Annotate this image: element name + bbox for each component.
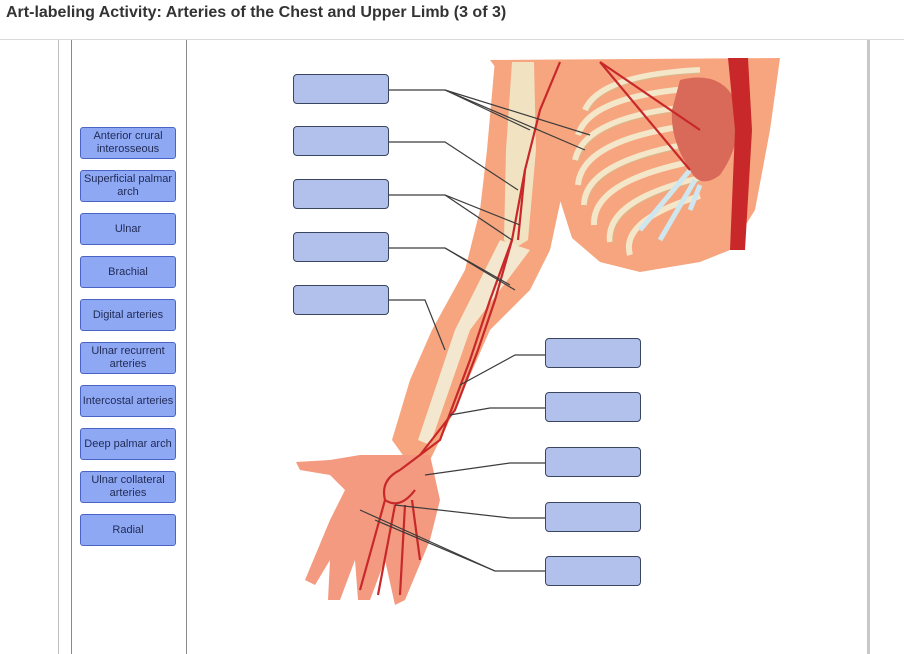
drop-target-left-3[interactable] [293,179,389,209]
drop-target-right-5[interactable] [545,556,641,586]
label-bank [71,40,187,654]
costal-cartilage [638,168,703,242]
drop-target-left-5[interactable] [293,285,389,315]
aorta [728,58,752,250]
label-ulnar-collateral-arteries[interactable]: Ulnar collateral arteries [80,471,176,503]
leader-lines [359,89,591,572]
heart [671,77,738,182]
drop-target-left-2[interactable] [293,126,389,156]
hand [296,455,440,605]
drop-target-right-4[interactable] [545,502,641,532]
label-ulnar-recurrent-arteries[interactable]: Ulnar recurrent arteries [80,342,176,374]
artery-network [358,61,701,596]
label-ulnar[interactable]: Ulnar [80,213,176,245]
label-radial[interactable]: Radial [80,514,176,546]
drop-target-right-2[interactable] [545,392,641,422]
label-digital-arteries[interactable]: Digital arteries [80,299,176,331]
forearm-bones [418,240,530,445]
drop-target-left-4[interactable] [293,232,389,262]
header-divider [0,39,904,40]
humerus [504,62,536,250]
label-anterior-crural-interosseous[interactable]: Anterior crural interosseous [80,127,176,159]
drop-target-right-1[interactable] [545,338,641,368]
arm-skin [392,60,565,460]
drop-target-left-1[interactable] [293,74,389,104]
label-brachial[interactable]: Brachial [80,256,176,288]
label-intercostal-arteries[interactable]: Intercostal arteries [80,385,176,417]
label-superficial-palmar-arch[interactable]: Superficial palmar arch [80,170,176,202]
rib-cage [572,67,701,256]
drop-target-right-3[interactable] [545,447,641,477]
page-title: Art-labeling Activity: Arteries of the C… [6,4,507,21]
label-deep-palmar-arch[interactable]: Deep palmar arch [80,428,176,460]
